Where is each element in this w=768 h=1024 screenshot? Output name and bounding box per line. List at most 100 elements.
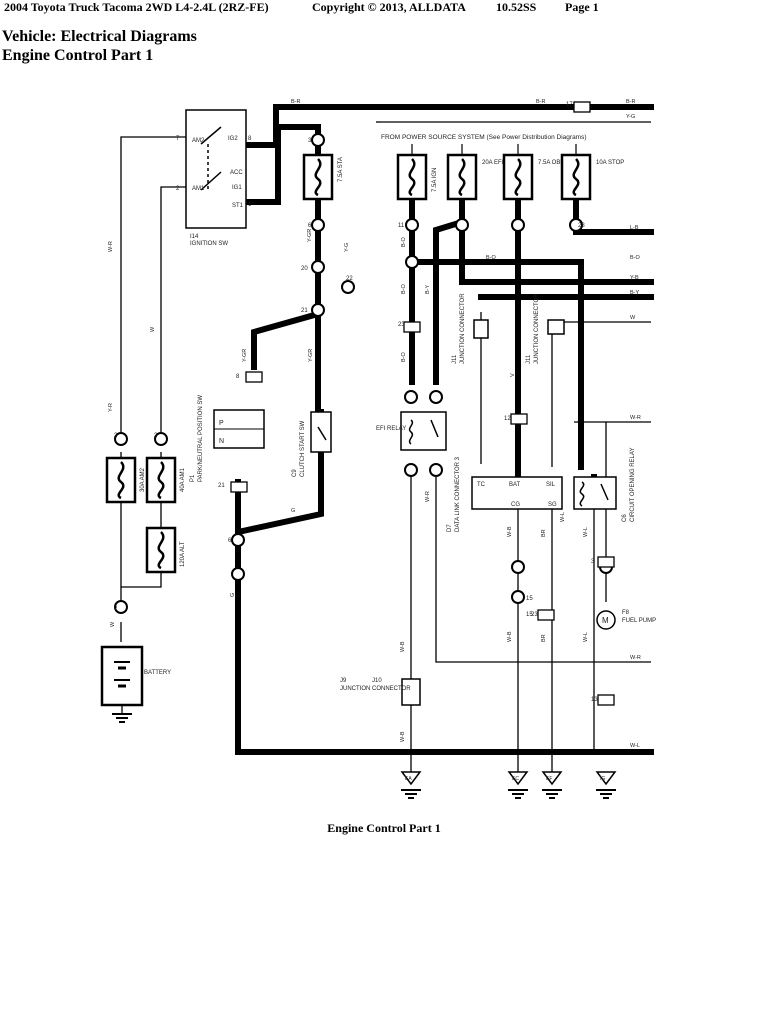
svg-text:Y-R: Y-R	[108, 403, 114, 412]
vehicle-line: 2004 Toyota Truck Tacoma 2WD L4-2.4L (2R…	[4, 0, 269, 14]
fuse-obd	[502, 153, 534, 201]
wiring-diagram: FROM POWER SOURCE SYSTEM (See Power Dist…	[100, 99, 656, 799]
svg-text:W-L: W-L	[583, 527, 589, 537]
ground-ig	[595, 771, 617, 799]
fuse-ign	[396, 153, 428, 201]
svg-text:B-O: B-O	[401, 352, 407, 363]
svg-text:C9: C9	[292, 469, 298, 477]
svg-text:W: W	[150, 326, 156, 332]
svg-text:11: 11	[398, 223, 405, 229]
svg-text:W-B: W-B	[400, 731, 406, 742]
svg-text:BR: BR	[541, 634, 547, 642]
svg-text:B-R: B-R	[291, 99, 301, 105]
svg-text:ACC: ACC	[230, 170, 243, 176]
svg-text:7.5A OBD: 7.5A OBD	[538, 160, 565, 166]
svg-text:N: N	[219, 438, 224, 445]
svg-text:30A AM2: 30A AM2	[140, 467, 146, 492]
svg-text:Y-B: Y-B	[630, 275, 639, 281]
svg-text:IG: IG	[600, 776, 605, 782]
svg-text:CLUTCH START SW: CLUTCH START SW	[300, 420, 306, 477]
svg-text:2: 2	[154, 433, 158, 439]
svg-text:L-B: L-B	[630, 225, 639, 231]
svg-text:B-R: B-R	[536, 99, 546, 105]
svg-text:F8: F8	[622, 610, 630, 616]
junction-connector-j11b	[547, 319, 565, 335]
svg-text:Y-GR: Y-GR	[242, 349, 248, 362]
svg-text:6: 6	[228, 538, 232, 544]
svg-text:IG1: IG1	[232, 185, 242, 191]
battery	[100, 645, 144, 723]
fuse-sta	[302, 153, 334, 201]
svg-text:B-O: B-O	[630, 255, 641, 261]
page-title: Vehicle: Electrical Diagrams	[2, 28, 197, 45]
ground-ec	[507, 771, 529, 799]
svg-text:EC: EC	[512, 776, 519, 782]
svg-text:M: M	[602, 616, 609, 625]
svg-text:15: 15	[526, 612, 533, 618]
svg-text:IGNITION SW: IGNITION SW	[190, 241, 228, 247]
svg-text:CG: CG	[511, 502, 520, 508]
svg-text:P1: P1	[190, 474, 196, 482]
svg-text:17: 17	[566, 102, 573, 108]
fuse-alt	[145, 526, 177, 574]
svg-text:SIL: SIL	[546, 482, 556, 488]
svg-text:15: 15	[526, 596, 533, 602]
svg-text:W-L: W-L	[630, 743, 640, 749]
svg-text:6: 6	[308, 223, 312, 229]
svg-text:SG: SG	[548, 502, 557, 508]
data-link-connector	[471, 476, 563, 510]
svg-text:AM2: AM2	[192, 138, 205, 144]
svg-text:W-B: W-B	[507, 631, 513, 642]
svg-text:28: 28	[578, 223, 585, 229]
svg-text:23: 23	[531, 612, 538, 618]
svg-text:B-R: B-R	[626, 99, 636, 105]
svg-text:EF: EF	[546, 776, 552, 782]
svg-text:JUNCTION CONNECTOR: JUNCTION CONNECTOR	[534, 293, 540, 364]
page-subtitle: Engine Control Part 1	[2, 47, 154, 64]
svg-text:W-R: W-R	[425, 491, 431, 502]
svg-text:7.5A IGN: 7.5A IGN	[432, 168, 438, 192]
svg-text:13: 13	[591, 697, 598, 703]
svg-text:P: P	[219, 420, 224, 427]
svg-text:DATA LINK CONNECTOR 3: DATA LINK CONNECTOR 3	[455, 456, 461, 532]
svg-text:BATTERY: BATTERY	[144, 670, 171, 676]
efi-relay	[400, 411, 447, 451]
svg-text:BR: BR	[541, 529, 547, 537]
power-source-note: FROM POWER SOURCE SYSTEM (See Power Dist…	[381, 134, 587, 141]
svg-text:B-Y: B-Y	[425, 285, 431, 295]
svg-text:1: 1	[248, 202, 252, 208]
svg-text:V: V	[510, 373, 516, 377]
figure-caption: Engine Control Part 1	[327, 821, 441, 835]
version: 10.52SS	[496, 0, 537, 14]
svg-text:3: 3	[591, 559, 595, 565]
svg-text:BAT: BAT	[509, 482, 521, 488]
fuel-pump: M	[596, 610, 616, 630]
svg-text:PARK/NEUTRAL POSITION SW: PARK/NEUTRAL POSITION SW	[198, 395, 204, 482]
svg-text:G: G	[291, 508, 295, 514]
fuse-am2	[105, 456, 137, 504]
svg-text:10A STOP: 10A STOP	[596, 160, 624, 166]
svg-text:W: W	[630, 315, 636, 321]
fuse-stop	[560, 153, 592, 201]
svg-text:EA: EA	[405, 776, 412, 782]
svg-text:JUNCTION CONNECTOR: JUNCTION CONNECTOR	[340, 686, 411, 692]
svg-text:AM1: AM1	[192, 186, 205, 192]
svg-text:W-R: W-R	[108, 241, 114, 252]
svg-text:Y-GR: Y-GR	[308, 349, 314, 362]
svg-text:2: 2	[114, 606, 118, 612]
svg-text:8: 8	[248, 136, 252, 142]
svg-text:W-L: W-L	[583, 632, 589, 642]
svg-text:Y-GR: Y-GR	[307, 229, 313, 242]
ground-ef	[541, 771, 563, 799]
svg-text:B-O: B-O	[401, 284, 407, 295]
svg-text:2: 2	[114, 433, 118, 439]
svg-text:EFI RELAY: EFI RELAY	[376, 426, 406, 432]
ground-ea	[400, 771, 422, 799]
svg-text:20A EFI: 20A EFI	[482, 160, 504, 166]
svg-text:J10: J10	[372, 678, 382, 684]
svg-text:C6: C6	[622, 514, 628, 522]
svg-text:W-R: W-R	[630, 655, 641, 661]
svg-text:TC: TC	[477, 482, 486, 488]
svg-text:W-L: W-L	[560, 512, 566, 522]
svg-text:IG2: IG2	[228, 136, 238, 142]
